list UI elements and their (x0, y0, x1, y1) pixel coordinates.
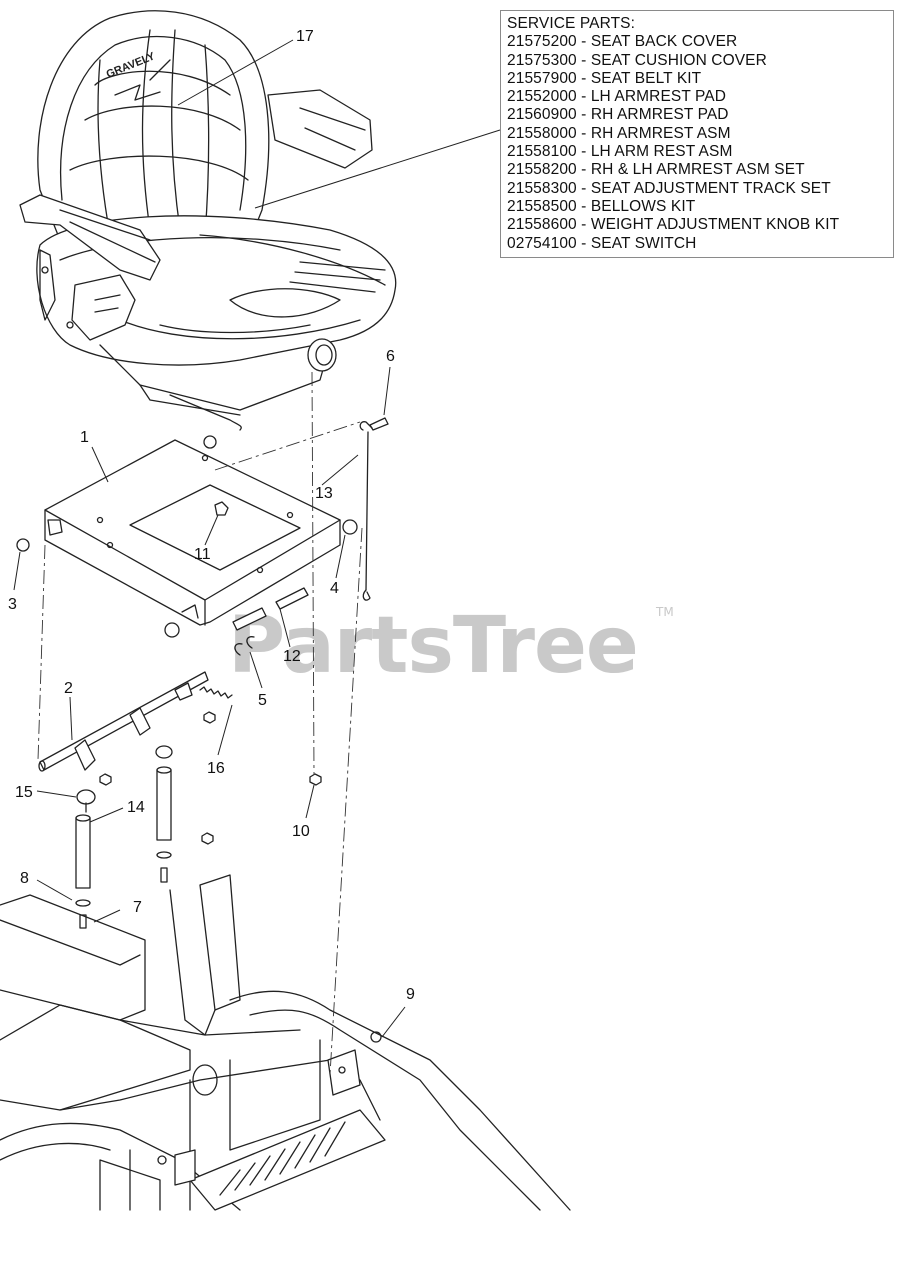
nut-3 (16, 538, 30, 552)
leader-6 (383, 366, 391, 416)
callout-14: 14 (127, 799, 145, 816)
callout-10: 10 (292, 823, 310, 840)
service-part-row: 21558100 - LH ARM REST ASM (507, 143, 733, 161)
knob-15 (76, 789, 96, 813)
nut-10 (309, 773, 322, 786)
service-part-row: 21558200 - RH & LH ARMREST ASM SET (507, 161, 805, 179)
assembly-line-shaft (37, 544, 46, 761)
callout-16: 16 (207, 760, 225, 777)
callout-12: 12 (283, 648, 301, 665)
clip-5a (234, 643, 243, 656)
partstree-watermark: PartsTree (228, 601, 638, 691)
bushing-4 (342, 519, 358, 535)
leader-16 (217, 704, 233, 756)
service-part-row: 21552000 - LH ARMREST PAD (507, 88, 727, 106)
nut-11 (214, 501, 229, 516)
seat-assembly: GRAVELY (19, 10, 397, 431)
clip-5b (246, 636, 255, 649)
leader-service-parts (254, 129, 501, 209)
callout-2: 2 (64, 680, 73, 697)
mower-frame (0, 874, 571, 1211)
leader-2 (69, 696, 73, 741)
service-part-row: 02754100 - SEAT SWITCH (507, 234, 697, 252)
seat-mounting-plate (44, 439, 341, 626)
leader-5 (249, 651, 263, 689)
cable-loop-top (359, 421, 373, 431)
service-part-row: 21560900 - RH ARMREST PAD (507, 106, 729, 124)
leader-12 (279, 608, 291, 648)
nut-9 (370, 1031, 382, 1043)
pin-6 (369, 417, 389, 431)
cable-13 (365, 431, 369, 591)
service-part-row: 21558500 - BELLOWS KIT (507, 197, 696, 215)
service-part-row: 21558600 - WEIGHT ADJUSTMENT KNOB KIT (507, 216, 840, 234)
service-part-row: 21575200 - SEAT BACK COVER (507, 33, 738, 51)
callout-5: 5 (258, 692, 267, 709)
leader-4 (335, 534, 346, 579)
service-part-row: 21558000 - RH ARMREST ASM (507, 124, 731, 142)
leader-1 (91, 446, 109, 483)
callout-15: 15 (15, 784, 33, 801)
assembly-line-pin (214, 421, 361, 471)
callout-3: 3 (8, 596, 17, 613)
leader-17 (177, 39, 294, 106)
assembly-line-knob (311, 371, 315, 776)
pin-12a (232, 607, 267, 631)
pin-12b (275, 587, 309, 610)
leader-8 (36, 879, 73, 901)
callout-4: 4 (330, 580, 339, 597)
cable-loop-bottom (362, 589, 371, 601)
service-part-row: 21575300 - SEAT CUSHION COVER (507, 51, 767, 69)
leader-11 (204, 514, 219, 546)
bolt-7 (79, 914, 87, 929)
callout-11: 11 (194, 546, 211, 563)
watermark-tm: TM (655, 605, 674, 619)
spacer-14 (75, 814, 91, 889)
callout-labels: 17 1 6 13 11 3 4 12 2 5 16 15 14 10 8 7 … (8, 28, 415, 1003)
callout-1: 1 (80, 429, 89, 446)
pivot-shaft-2 (38, 671, 209, 772)
callout-7: 7 (133, 899, 142, 916)
washer-8 (75, 899, 91, 907)
spring-16 (199, 686, 233, 699)
callout-8: 8 (20, 870, 29, 887)
callout-9: 9 (406, 986, 415, 1003)
service-part-row: 21558300 - SEAT ADJUSTMENT TRACK SET (507, 179, 831, 197)
leader-10 (305, 784, 315, 819)
leader-9 (381, 1006, 406, 1038)
leader-15 (36, 790, 77, 798)
service-parts-box: SERVICE PARTS: 21575200 - SEAT BACK COVE… (500, 10, 894, 258)
assembly-line-hinge (329, 527, 363, 1076)
callout-17: 17 (296, 28, 314, 45)
leader-14 (89, 807, 124, 823)
callout-13: 13 (315, 485, 333, 502)
callout-6: 6 (386, 348, 395, 365)
service-part-row: 21557900 - SEAT BELT KIT (507, 69, 702, 87)
leader-3 (13, 551, 21, 591)
leader-7 (93, 909, 121, 923)
leader-13 (321, 454, 359, 486)
service-parts-title: SERVICE PARTS: (507, 15, 636, 32)
